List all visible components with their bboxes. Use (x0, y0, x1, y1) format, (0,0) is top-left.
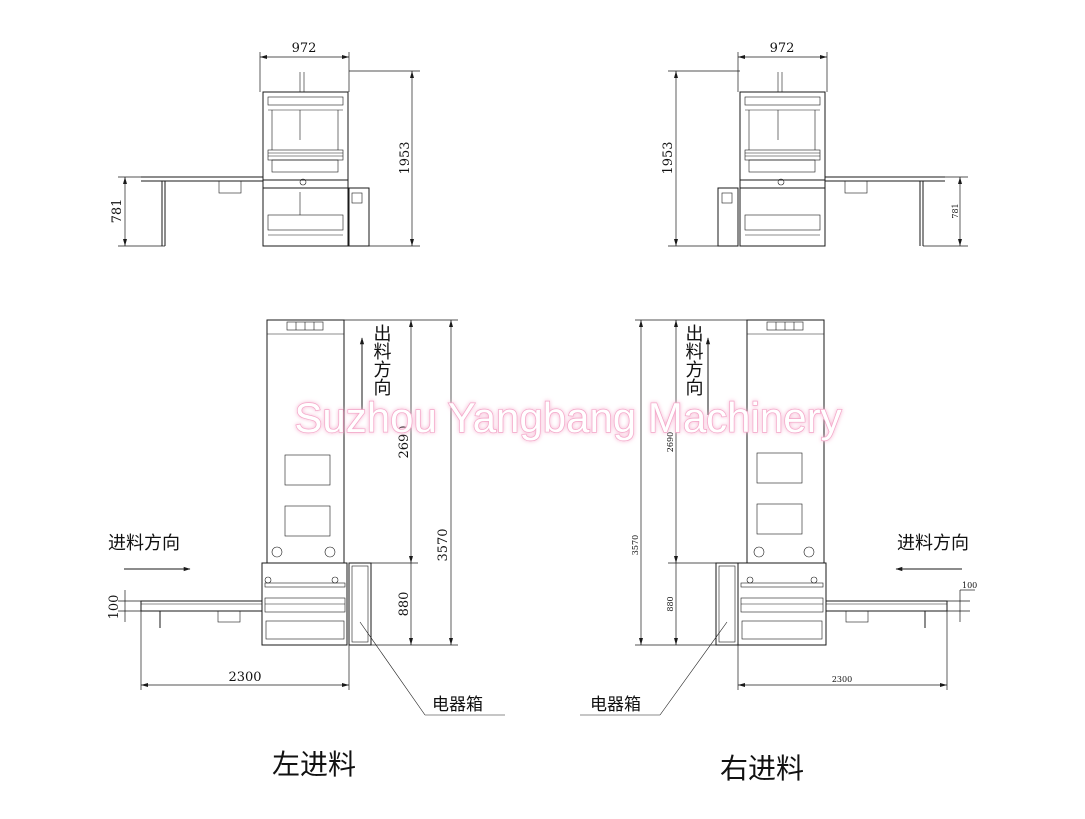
dim-880-left: 880 (397, 592, 412, 617)
dim-1953-right: 1953 (661, 141, 676, 174)
out-direction-label-left: 出料方向 (371, 324, 392, 396)
left-plan-view: 出料方向 进料方向 2690 880 3570 100 2300 电器箱 (107, 319, 505, 781)
dim-2300-left: 2300 (228, 670, 261, 685)
dim-2690-right: 2690 (666, 432, 675, 452)
right-front-elevation: 972 1953 (661, 41, 968, 247)
dim-781-left: 781 (110, 199, 125, 224)
dim-3570-left: 3570 (436, 528, 451, 561)
dim-1953-left: 1953 (398, 141, 413, 174)
dim-100-left: 100 (107, 595, 122, 620)
left-front-elevation: 972 1953 (110, 41, 420, 247)
dim-100-right: 100 (962, 581, 977, 590)
caption-left-feed: 左进料 (272, 748, 356, 781)
electrical-box-label-left: 电器箱 (432, 695, 483, 715)
in-direction-label-right: 进料方向 (897, 533, 969, 554)
dim-972-right: 972 (770, 41, 795, 56)
dim-2690-left: 2690 (397, 425, 412, 458)
dim-880-right: 880 (666, 596, 675, 611)
dim-972-left: 972 (292, 41, 317, 56)
caption-right-feed: 右进料 (720, 752, 804, 785)
right-plan-view: 出料方向 进料方向 2690 880 3570 100 2300 电器箱 (580, 319, 977, 785)
dim-3570-right: 3570 (631, 535, 640, 555)
electrical-box-label-right: 电器箱 (590, 695, 641, 715)
dim-781-right: 781 (951, 203, 960, 218)
watermark-text: Suzhou Yangbang Machinery (294, 394, 841, 441)
out-direction-label-right: 出料方向 (683, 324, 704, 396)
dim-2300-right: 2300 (832, 675, 852, 684)
in-direction-label-left: 进料方向 (108, 533, 180, 554)
